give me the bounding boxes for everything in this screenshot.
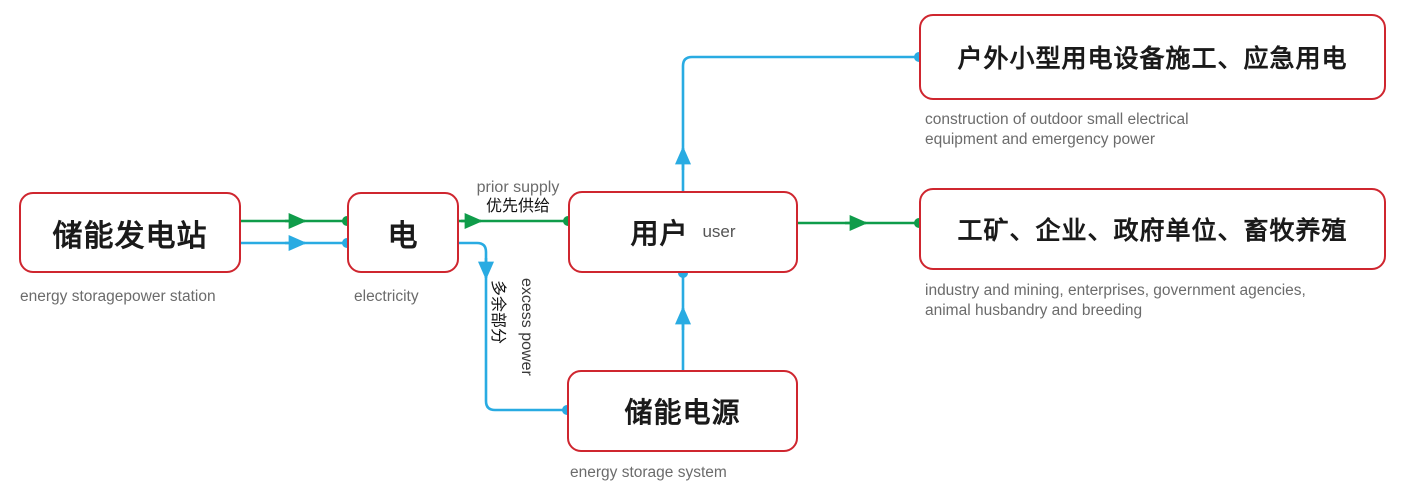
edge-label-excess-power-cn: 多余部分 <box>489 280 506 345</box>
node-industry-enterprise-government-breeding[interactable]: 工矿、企业、政府单位、畜牧养殖 <box>919 188 1386 270</box>
caption-electricity: electricity <box>354 288 419 305</box>
caption-industry-enterprise-government-breeding: industry and mining, enterprises, govern… <box>925 282 1306 319</box>
node-label-cn: 电 <box>387 219 419 253</box>
edge-label-prior-supply-en: prior supply <box>476 179 560 196</box>
node-user[interactable]: 用户 user <box>568 191 798 273</box>
node-energy-storage-system[interactable]: 储能电源 <box>567 370 798 452</box>
caption-outdoor-equipment-emergency-power: construction of outdoor small electrical… <box>925 111 1189 148</box>
connector-storage-to-user-blue <box>674 268 692 370</box>
connector-user-to-industry-green <box>798 214 924 232</box>
caption-energy-storage-power-station: energy storagepower station <box>20 288 216 305</box>
connector-electricity-to-user-green <box>459 212 573 230</box>
connector-plant-to-electricity-green <box>241 212 352 230</box>
node-outdoor-equipment-emergency-power[interactable]: 户外小型用电设备施工、应急用电 <box>919 14 1386 100</box>
node-energy-storage-power-station[interactable]: 储能发电站 <box>19 192 241 273</box>
connector-plant-to-electricity-blue <box>241 234 352 252</box>
node-label-cn: 工矿、企业、政府单位、畜牧养殖 <box>957 217 1348 245</box>
caption-energy-storage-system: energy storage system <box>570 464 727 481</box>
node-label-en: user <box>702 222 736 241</box>
node-label-cn: 户外小型用电设备施工、应急用电 <box>957 45 1348 73</box>
node-label-cn: 储能发电站 <box>52 219 208 253</box>
node-label-cn: 储能电源 <box>624 397 741 428</box>
edge-label-prior-supply-cn: 优先供给 <box>485 198 550 215</box>
node-label-cn: 用户 <box>630 218 689 249</box>
node-electricity[interactable]: 电 <box>347 192 459 273</box>
connector-electricity-to-storage-blue <box>459 241 572 415</box>
edge-label-excess-power-en: excess power <box>518 278 535 376</box>
connector-user-to-outdoor-blue <box>674 52 924 191</box>
edge-label-prior-supply: prior supply 优先供给 <box>466 178 570 216</box>
